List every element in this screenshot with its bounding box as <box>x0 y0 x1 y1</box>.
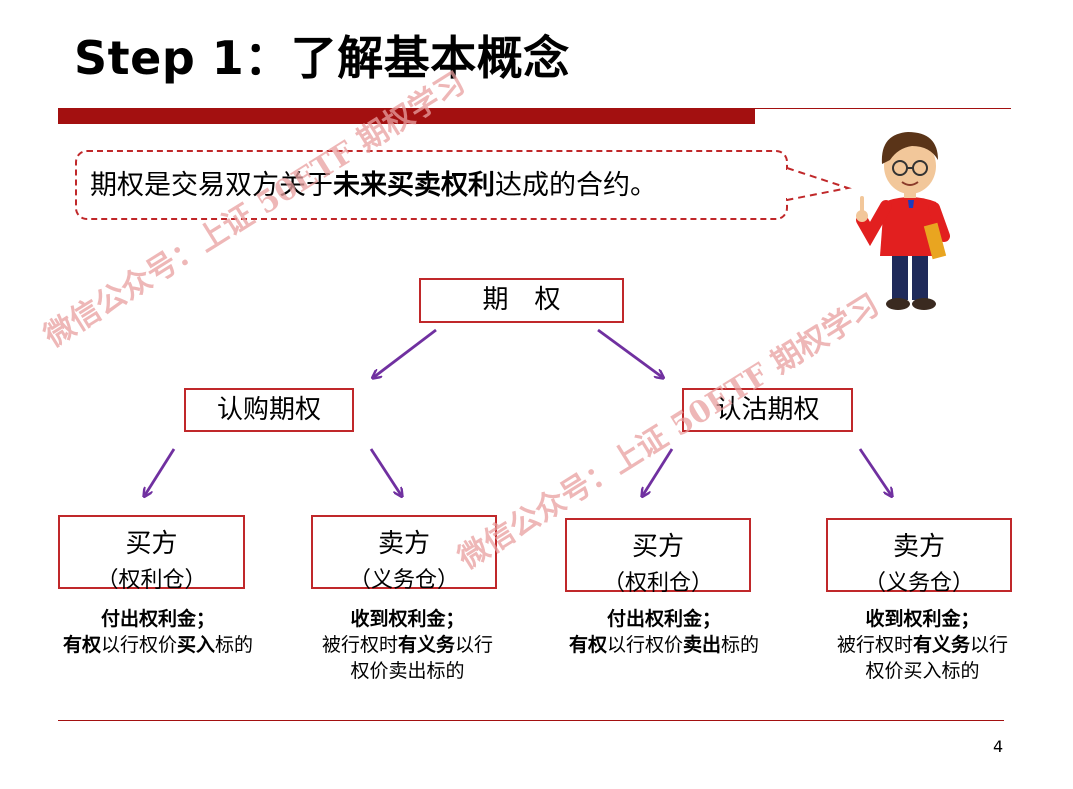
put-seller-role: 卖方 <box>892 532 945 562</box>
definition-keyword: 未来买卖权利 <box>333 170 495 201</box>
desc-line: 收到权利金； <box>350 608 465 630</box>
arrow-call-to-seller <box>369 448 401 495</box>
put-buyer-description: 付出权利金； 有权以行权价卖出标的 <box>553 606 775 658</box>
desc-text: 以行权价 <box>606 634 683 656</box>
call-buyer-box: 买方 （权利仓） <box>58 515 245 593</box>
arrow-put-to-buyer <box>643 448 674 495</box>
desc-text: 被行权时 <box>321 634 398 656</box>
title-underline-thin <box>755 108 1011 109</box>
desc-line: 权价买入标的 <box>865 660 980 682</box>
call-seller-role: 卖方 <box>377 529 430 559</box>
put-seller-description: 收到权利金； 被行权时有义务以行 权价买入标的 <box>820 606 1025 684</box>
arrow-call-to-buyer <box>145 448 176 495</box>
desc-bold: 卖出 <box>683 634 722 656</box>
desc-line: 权价卖出标的 <box>350 660 465 682</box>
slide-title: Step 1：了解基本概念 <box>74 31 570 85</box>
put-seller-position: （义务仓） <box>863 571 974 596</box>
put-buyer-role: 买方 <box>631 532 684 562</box>
root-option-label: 期 权 <box>482 285 561 315</box>
arrow-put-to-seller <box>858 448 891 495</box>
call-buyer-role: 买方 <box>125 529 178 559</box>
desc-line: 收到权利金； <box>865 608 980 630</box>
put-option-label: 认沽期权 <box>715 395 820 425</box>
put-option-box: 认沽期权 <box>682 388 853 432</box>
desc-text: 以行 <box>970 634 1009 656</box>
call-option-box: 认购期权 <box>184 388 354 432</box>
call-option-label: 认购期权 <box>216 395 321 425</box>
footer-divider <box>58 720 1004 721</box>
call-buyer-position: （权利仓） <box>96 568 207 593</box>
desc-bold: 有权 <box>62 634 101 656</box>
desc-bold: 有权 <box>568 634 607 656</box>
desc-line: 付出权利金； <box>100 608 215 630</box>
desc-line: 付出权利金； <box>606 608 721 630</box>
desc-text: 以行权价 <box>100 634 177 656</box>
put-seller-box: 卖方 （义务仓） <box>826 518 1012 596</box>
arrow-root-to-put <box>597 328 662 377</box>
put-buyer-box: 买方 （权利仓） <box>565 518 751 596</box>
desc-bold: 有义务 <box>397 634 455 656</box>
call-seller-box: 卖方 （义务仓） <box>311 515 497 593</box>
call-seller-description: 收到权利金； 被行权时有义务以行 权价卖出标的 <box>305 606 510 684</box>
desc-text: 以行 <box>455 634 494 656</box>
definition-suffix: 达成的合约。 <box>495 170 657 201</box>
call-buyer-description: 付出权利金； 有权以行权价买入标的 <box>48 606 268 658</box>
call-seller-position: （义务仓） <box>348 568 459 593</box>
page-number: 4 <box>993 737 1004 756</box>
desc-bold: 有义务 <box>912 634 970 656</box>
arrow-root-to-call <box>374 328 437 377</box>
root-option-box: 期 权 <box>419 278 624 323</box>
definition-text: 期权是交易双方关于未来买卖权利达成的合约。 <box>90 168 657 204</box>
definition-prefix: 期权是交易双方关于 <box>90 170 333 201</box>
desc-text: 标的 <box>215 634 254 656</box>
desc-bold: 买入 <box>177 634 216 656</box>
teacher-cartoon-icon <box>840 124 955 318</box>
title-underline-bar <box>58 108 755 124</box>
put-buyer-position: （权利仓） <box>602 571 713 596</box>
desc-text: 被行权时 <box>836 634 913 656</box>
desc-text: 标的 <box>721 634 760 656</box>
